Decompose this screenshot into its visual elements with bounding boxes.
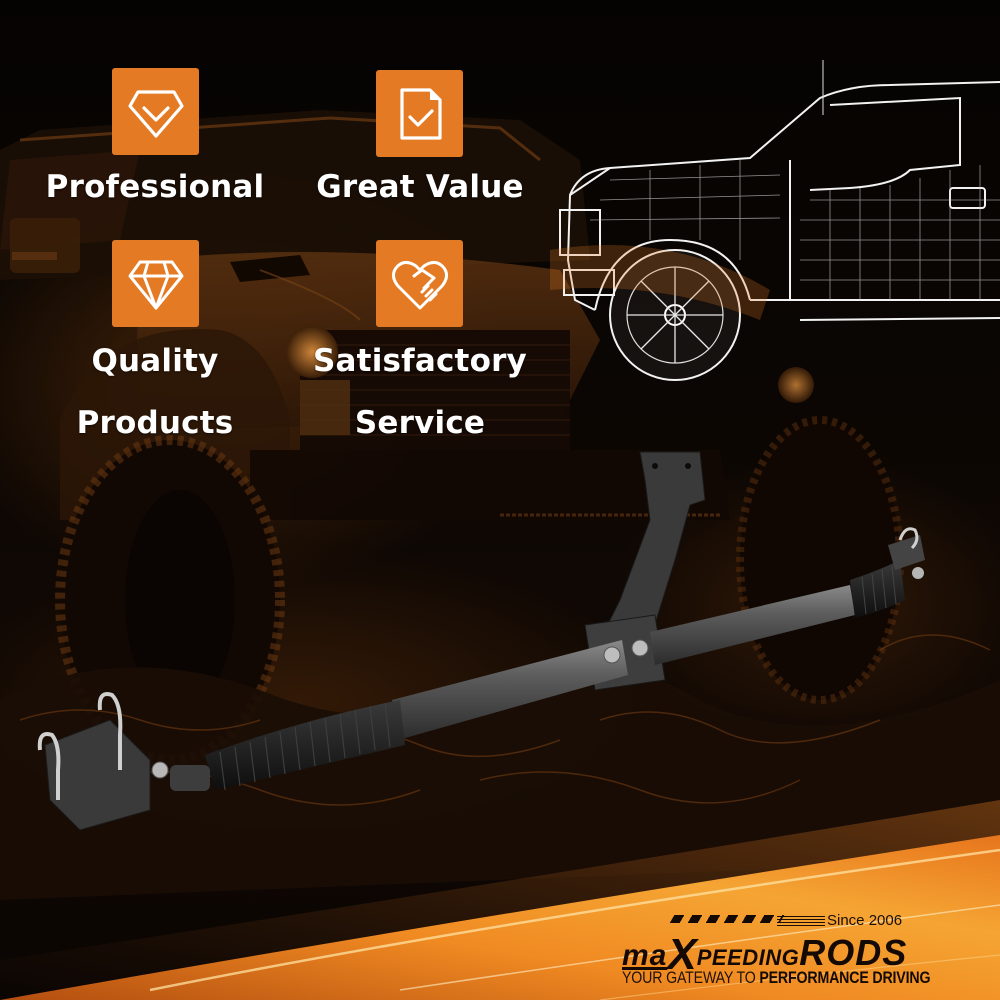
satisfactory-service-icon-box [376,240,463,327]
brand-name: maXPEEDINGRODS [622,926,908,979]
great-value-icon-box [376,70,463,157]
brand-tagline: YOUR GATEWAY TO PERFORMANCE DRIVING [622,969,930,988]
gem-icon [128,260,183,309]
satisfactory-label-line1: Satisfactory [313,343,527,379]
quality-label-line1: Quality [91,343,219,379]
brand-since-text: Since 2006 [827,912,903,929]
brand-name-peeding: PEEDING [696,945,800,970]
diamond-check-icon [127,89,184,138]
satisfactory-service-label: Satisfactory Service [285,330,555,454]
wireframe-truck-image [550,60,1000,381]
speed-lines-decoration [777,916,825,928]
quality-label-line2: Products [76,405,234,441]
checkered-flag-decoration [669,915,785,923]
professional-label: Professional [30,156,280,218]
quality-products-icon-box [112,240,199,327]
tagline-bold: PERFORMANCE DRIVING [759,969,931,987]
brand-name-rods: RODS [799,932,908,973]
great-value-label-text: Great Value [316,169,524,205]
brand-name-x: X [667,930,697,979]
great-value-label: Great Value [290,156,550,218]
professional-icon-box [112,68,199,155]
brand-name-ma: ma [622,939,668,972]
tagline-light: YOUR GATEWAY TO [622,969,760,987]
professional-label-text: Professional [45,169,265,205]
satisfactory-label-line2: Service [354,405,486,441]
document-check-icon [399,87,442,140]
quality-products-label: Quality Products [30,330,280,454]
heart-handshake-icon [391,260,448,309]
